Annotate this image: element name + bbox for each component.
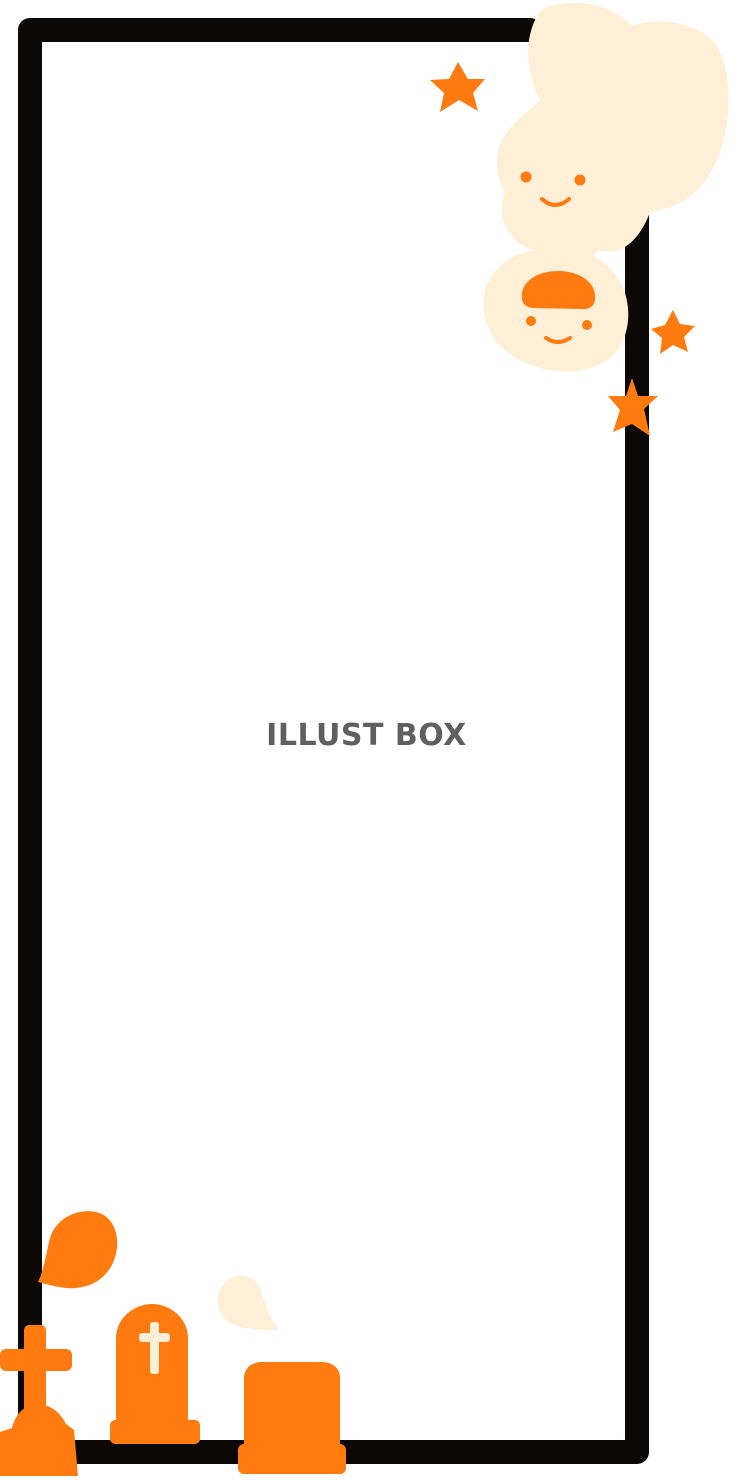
small-ghost-icon [38,1211,118,1289]
star-icon [430,62,485,112]
frame-border [18,18,649,1464]
watermark-text: ILLUST BOX [266,718,467,753]
star-icon [608,378,658,436]
small-ghost-icon [217,1275,280,1330]
tombstone-icon [238,1362,346,1474]
star-icon [651,310,695,354]
ghost-icon [496,2,729,258]
cross-gravestone-icon [0,1325,78,1476]
tombstone-icon [110,1304,200,1444]
pumpkin-head-icon [483,247,629,372]
